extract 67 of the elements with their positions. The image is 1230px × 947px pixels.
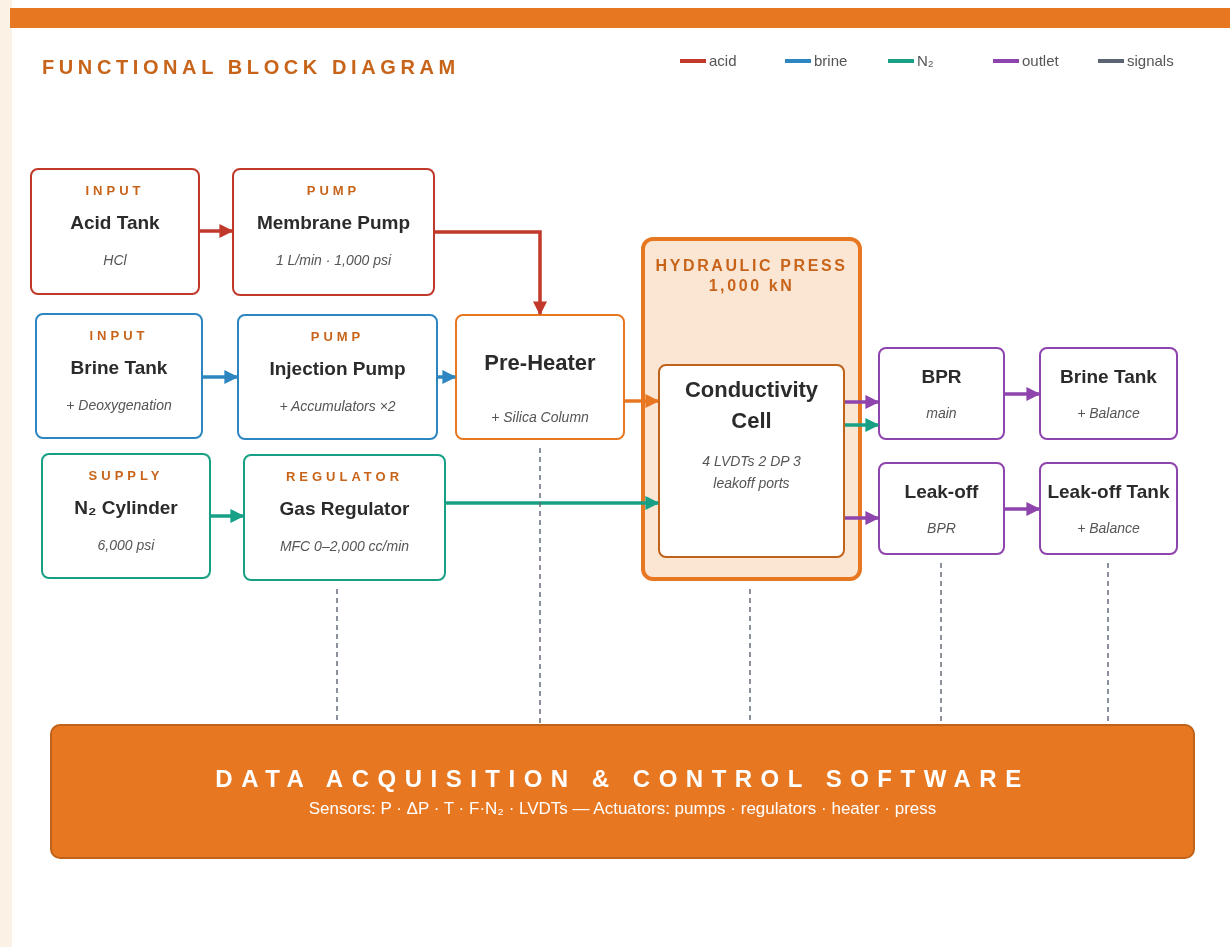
process-box bbox=[1039, 462, 1178, 555]
flow-arrow bbox=[845, 511, 880, 525]
flow-arrow bbox=[845, 418, 880, 432]
node-title: Brine Tank bbox=[1060, 366, 1157, 388]
process-box bbox=[30, 168, 200, 295]
category-label: INPUT bbox=[85, 183, 145, 198]
node-note: HCl bbox=[103, 252, 127, 268]
node-note: main bbox=[926, 405, 957, 421]
legend-label: N₂ bbox=[917, 52, 934, 69]
process-box bbox=[232, 168, 435, 296]
process-box bbox=[243, 454, 446, 581]
flow-arrow bbox=[435, 230, 547, 316]
flow-arrow bbox=[200, 224, 234, 238]
panel-title: DATA ACQUISITION & CONTROL SOFTWARE bbox=[215, 764, 1030, 793]
category-label: PUMP bbox=[306, 183, 361, 198]
software-panel bbox=[50, 724, 1195, 859]
group-heading: HYDRAULIC PRESS bbox=[655, 257, 848, 275]
legend-label: outlet bbox=[1022, 52, 1059, 69]
flow-arrow bbox=[845, 395, 880, 409]
flow-arrow bbox=[1005, 387, 1041, 401]
legend-label: signals bbox=[1127, 52, 1174, 69]
node-title: BPR bbox=[921, 366, 962, 388]
node-title: Brine Tank bbox=[70, 357, 168, 379]
node-title: Pre-Heater bbox=[484, 350, 596, 376]
node-note: 6,000 psi bbox=[97, 537, 155, 553]
category-label: INPUT bbox=[89, 328, 149, 343]
node-title: Leak-off bbox=[904, 481, 979, 503]
process-box bbox=[878, 347, 1005, 440]
node-note: + Silica Column bbox=[491, 409, 589, 425]
node-note: + Accumulators ×2 bbox=[279, 398, 396, 414]
legend-label: acid bbox=[709, 52, 737, 69]
node-title: Leak-off Tank bbox=[1047, 481, 1170, 503]
process-box bbox=[455, 314, 625, 440]
process-box bbox=[35, 313, 203, 439]
node-title: Acid Tank bbox=[70, 212, 160, 234]
process-box bbox=[658, 364, 845, 558]
node-note: MFC 0–2,000 cc/min bbox=[279, 538, 410, 554]
group-heading: 1,000 kN bbox=[708, 277, 795, 295]
node-note: 4 LVDTs 2 DP 3 leakoff ports bbox=[701, 452, 802, 493]
flow-arrow bbox=[438, 370, 457, 384]
press-group-box bbox=[641, 237, 862, 581]
flow-arrow bbox=[203, 370, 239, 384]
flow-arrow bbox=[211, 509, 245, 523]
legend-label: brine bbox=[814, 52, 848, 69]
signal-line bbox=[539, 447, 541, 725]
node-note: BPR bbox=[927, 520, 956, 536]
node-title: N₂ Cylinder bbox=[74, 497, 178, 519]
node-title: Gas Regulator bbox=[279, 498, 410, 520]
flow-arrow bbox=[446, 496, 660, 510]
category-label: REGULATOR bbox=[285, 469, 404, 484]
node-note: + Balance bbox=[1077, 520, 1140, 536]
node-title: Injection Pump bbox=[269, 358, 406, 380]
node-note: 1 L/min · 1,000 psi bbox=[275, 252, 392, 268]
diagram-title: FUNCTIONAL BLOCK DIAGRAM bbox=[42, 56, 460, 79]
process-box bbox=[237, 314, 438, 440]
category-label: PUMP bbox=[310, 329, 365, 344]
process-box bbox=[1039, 347, 1178, 440]
node-title: Conductivity Cell bbox=[683, 376, 820, 435]
node-note: + Balance bbox=[1077, 405, 1140, 421]
panel-subtitle: Sensors: P · ΔP · T · F·N₂ · LVDTs — Actuators: pumps · regulators · heater · press bbox=[308, 798, 937, 819]
process-box bbox=[41, 453, 211, 579]
flow-arrow bbox=[625, 394, 660, 408]
flow-arrow bbox=[1005, 502, 1041, 516]
node-note: + Deoxygenation bbox=[66, 397, 172, 413]
process-box bbox=[878, 462, 1005, 555]
category-label: SUPPLY bbox=[88, 468, 164, 483]
node-title: Membrane Pump bbox=[256, 212, 411, 234]
